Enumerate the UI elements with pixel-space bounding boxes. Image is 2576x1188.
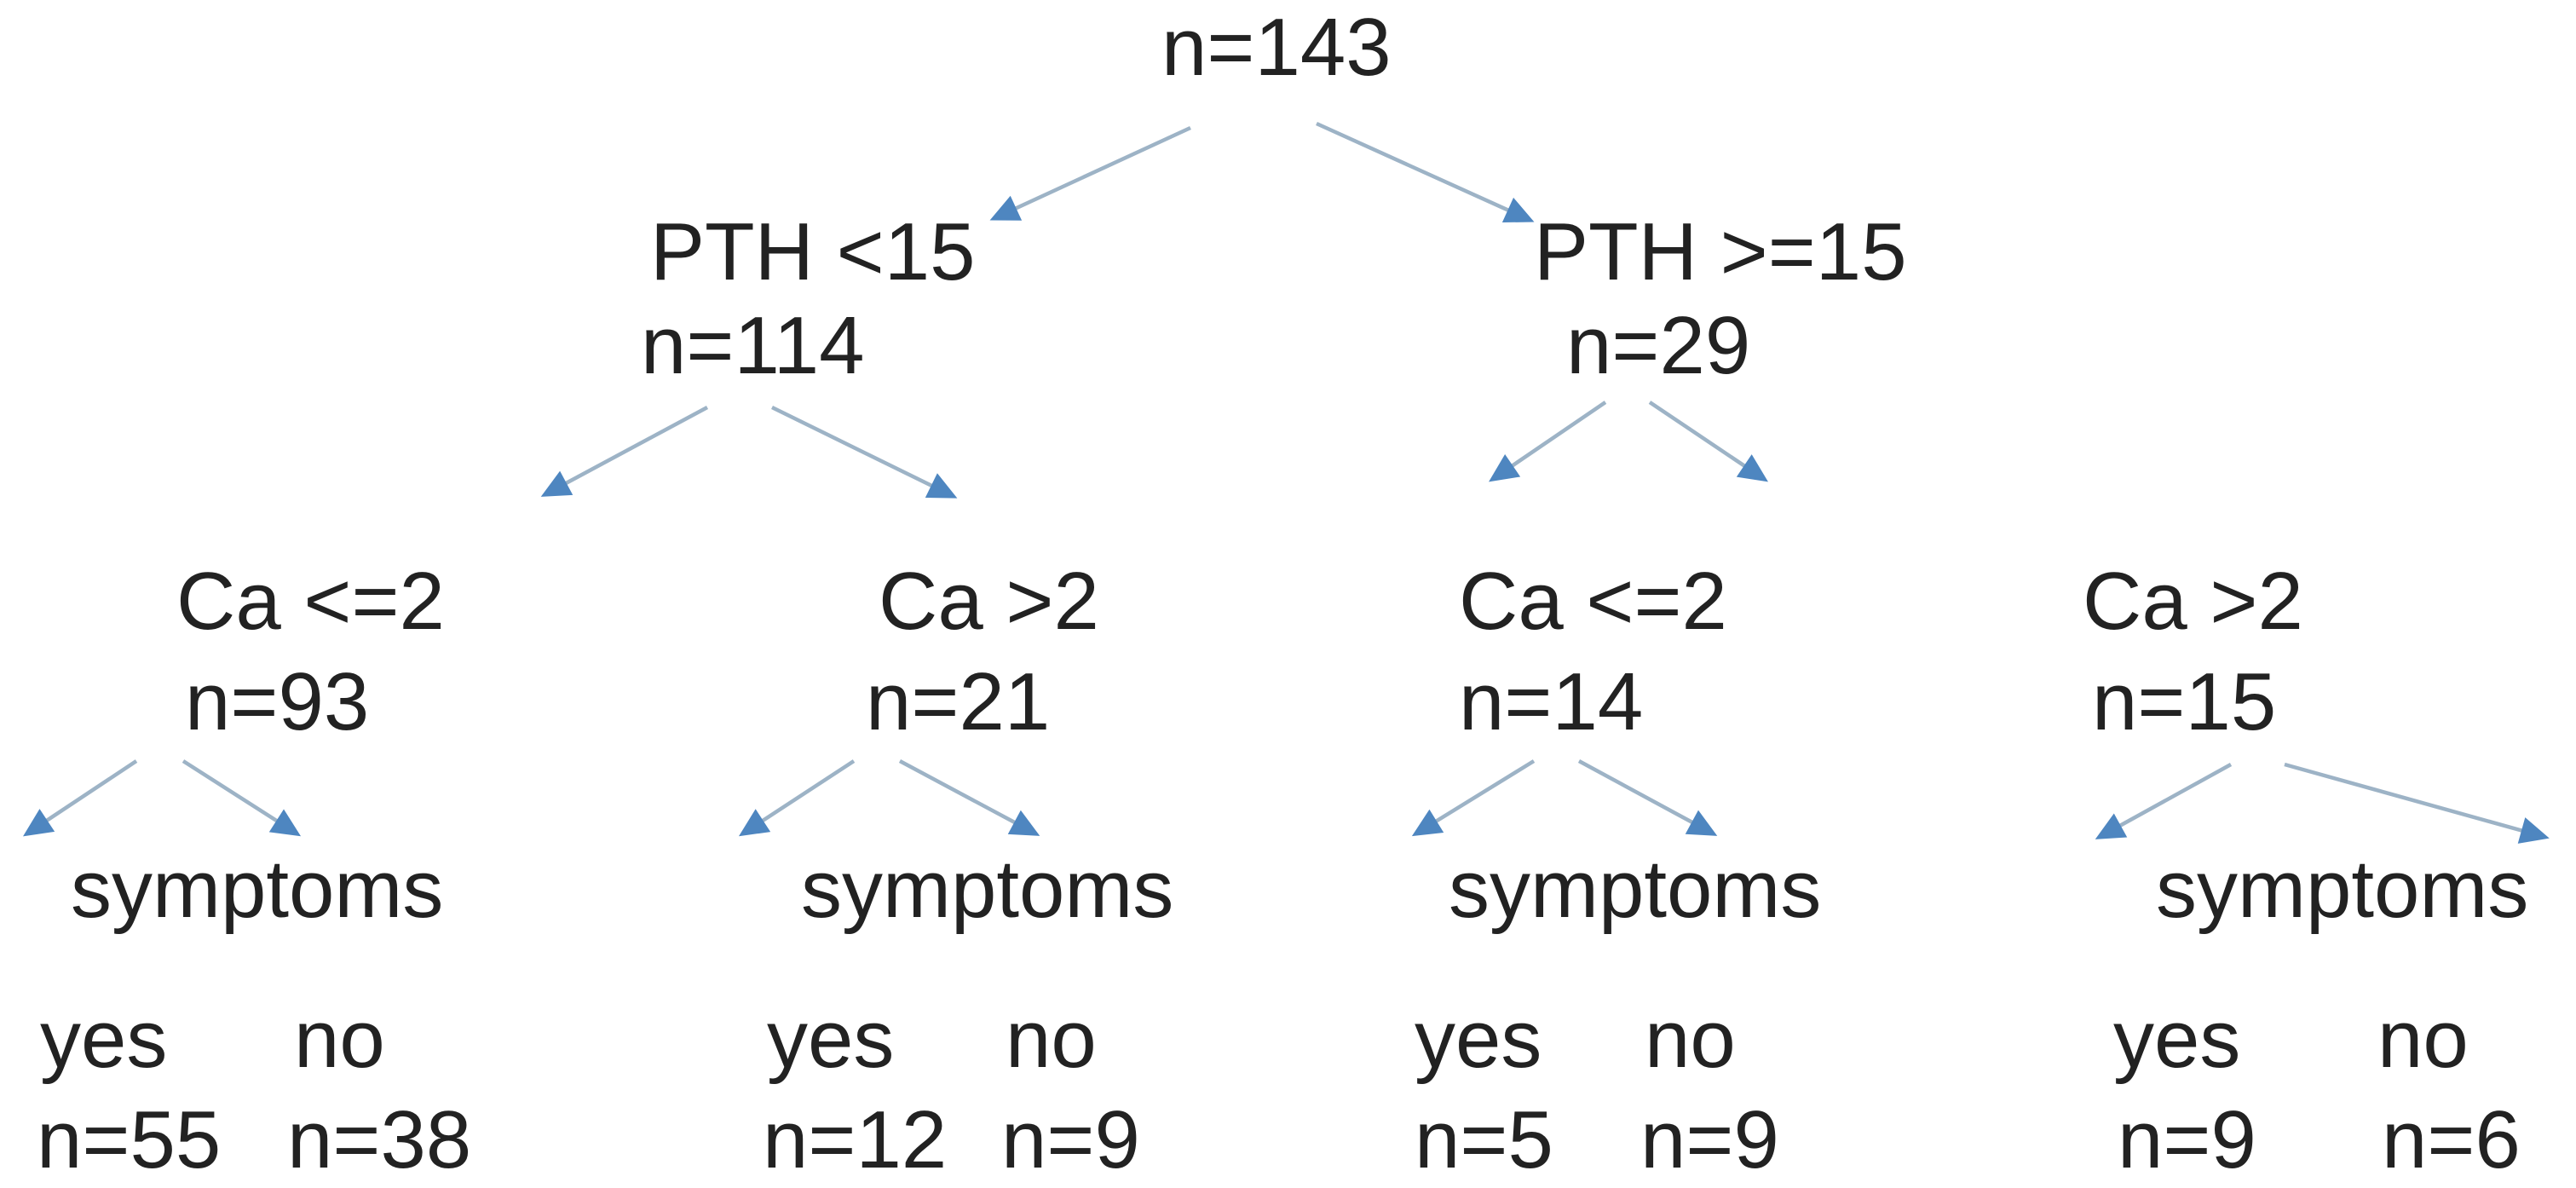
connector-arrow bbox=[1316, 121, 1535, 223]
connector-arrow bbox=[182, 759, 302, 837]
node-ca-le2-a-label: Ca <=2 bbox=[176, 556, 445, 647]
connector-arrow bbox=[2095, 763, 2233, 839]
connector-arrow bbox=[1489, 401, 1607, 482]
node-ca-gt2-a-label: Ca >2 bbox=[879, 556, 1099, 647]
symptoms-yes-label-2: yes bbox=[767, 994, 895, 1085]
node-ca-gt2-a-count: n=21 bbox=[866, 656, 1051, 747]
symptoms-no-label-1: no bbox=[294, 994, 385, 1085]
connector-arrow bbox=[1411, 759, 1536, 837]
node-ca-le2-b-count: n=14 bbox=[1459, 656, 1644, 747]
node-ca-le2-a-count: n=93 bbox=[185, 656, 370, 747]
connector-arrow bbox=[23, 759, 138, 837]
symptoms-yes-label-4: yes bbox=[2113, 994, 2241, 1085]
connector-arrow bbox=[2284, 762, 2550, 844]
symptoms-header-2: symptoms bbox=[801, 844, 1174, 935]
root-node-count: n=143 bbox=[1161, 2, 1392, 93]
symptoms-yes-count-4: n=9 bbox=[2118, 1094, 2256, 1185]
connector-arrow bbox=[1577, 759, 1718, 836]
symptoms-no-label-2: no bbox=[1006, 994, 1097, 1085]
symptoms-yes-label-3: yes bbox=[1415, 994, 1542, 1085]
symptoms-yes-count-3: n=5 bbox=[1415, 1094, 1553, 1185]
symptoms-yes-count-1: n=55 bbox=[37, 1094, 222, 1185]
connector-arrow bbox=[898, 759, 1040, 836]
symptoms-header-3: symptoms bbox=[1449, 844, 1822, 935]
node-ca-le2-b-label: Ca <=2 bbox=[1459, 556, 1727, 647]
connector-arrow bbox=[738, 759, 856, 837]
node-pth-ge15-label: PTH >=15 bbox=[1534, 206, 1907, 297]
symptoms-header-4: symptoms bbox=[2156, 844, 2529, 935]
symptoms-no-count-4: n=6 bbox=[2382, 1094, 2521, 1185]
connector-arrow bbox=[989, 125, 1191, 221]
symptoms-no-count-3: n=9 bbox=[1640, 1094, 1779, 1185]
node-ca-gt2-b-label: Ca >2 bbox=[2083, 556, 2303, 647]
symptoms-yes-label-1: yes bbox=[40, 994, 168, 1085]
symptoms-no-count-1: n=38 bbox=[287, 1094, 472, 1185]
connector-arrow bbox=[540, 406, 709, 497]
connector-arrow bbox=[1648, 401, 1768, 482]
node-ca-gt2-b-count: n=15 bbox=[2092, 656, 2277, 747]
symptoms-no-count-2: n=9 bbox=[1001, 1094, 1140, 1185]
symptoms-no-label-3: no bbox=[1645, 994, 1736, 1085]
node-pth-ge15-count: n=29 bbox=[1566, 300, 1751, 391]
symptoms-no-label-4: no bbox=[2377, 994, 2469, 1085]
connector-arrow bbox=[771, 405, 958, 499]
node-pth-lt15-count: n=114 bbox=[641, 300, 865, 391]
symptoms-yes-count-2: n=12 bbox=[763, 1094, 948, 1185]
symptoms-header-1: symptoms bbox=[71, 844, 444, 935]
node-pth-lt15-label: PTH <15 bbox=[650, 206, 976, 297]
